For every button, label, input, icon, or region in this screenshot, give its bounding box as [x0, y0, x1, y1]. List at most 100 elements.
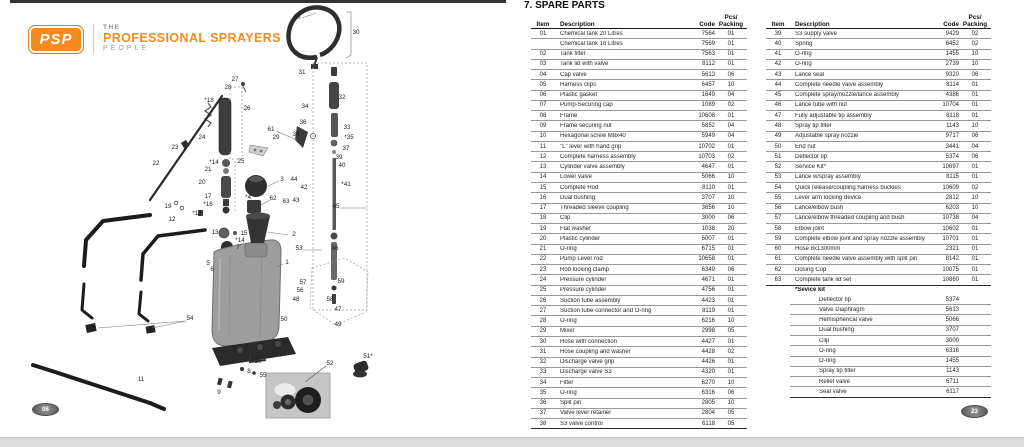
- brand-name: PROFESSIONAL SPRAYERS: [103, 31, 281, 46]
- logo-divider: [93, 24, 94, 54]
- brand-people: PEOPLE: [103, 45, 150, 53]
- table-row: 41 O-ring 1455 10: [766, 50, 991, 60]
- code-cell: 6711: [946, 378, 959, 385]
- pcs-cell: 04: [971, 143, 979, 150]
- item-cell: 48: [774, 123, 782, 130]
- table-row: 32 Discharge valve grip 4426 01: [531, 358, 747, 368]
- table-row: Relief valve 6711: [790, 377, 991, 388]
- header-pcs-line2: Packing: [718, 20, 744, 28]
- code-cell: 1089: [701, 102, 715, 109]
- table-row: 31 Hose coupling and washer 4428 02: [531, 347, 747, 358]
- code-cell: 6715: [701, 246, 715, 253]
- diagram-callout: *41: [341, 181, 351, 188]
- diagram-callout: 55: [259, 372, 267, 379]
- code-cell: 10609: [942, 184, 959, 191]
- table-rows-left: 01 Chemical tank 20 Litres 7564 01 Chemi…: [531, 29, 747, 430]
- table-row: 21 O-ring 6715 01: [531, 245, 747, 255]
- item-cell: 27: [539, 307, 547, 314]
- pcs-cell: 10: [727, 194, 735, 201]
- item-cell: 11: [539, 143, 547, 150]
- pcs-cell: 04: [727, 92, 735, 99]
- table-row: 16 Dual bushing 3707 10: [531, 193, 747, 204]
- code-cell: 8119: [702, 307, 715, 314]
- code-cell: 2739: [945, 61, 959, 68]
- pcs-cell: 06: [727, 215, 735, 222]
- table-row: 35 O-ring 6316 06: [531, 388, 747, 399]
- table-row: 05 Harness clips 6457 10: [531, 80, 747, 91]
- diagram-callout: 25: [237, 158, 245, 165]
- section-title: 7. SPARE PARTS: [524, 0, 605, 11]
- code-cell: 4320: [701, 369, 715, 376]
- code-cell: 8115: [946, 174, 959, 181]
- description-cell: Lance/elbow threaded coupling and bush: [795, 215, 905, 222]
- brand-text: THE PROFESSIONAL SPRAYERS PEOPLE: [103, 25, 281, 53]
- pcs-cell: 10: [727, 318, 735, 325]
- diagram-callout: 3: [280, 176, 284, 183]
- diagram-callout: 60: [293, 14, 301, 21]
- diagram-callout: 27: [231, 76, 239, 83]
- item-cell: 05: [539, 81, 547, 88]
- page-number-left-text: 06: [42, 406, 49, 413]
- table-row: Valve Diaphragm 5613: [790, 305, 991, 316]
- code-cell: 4428: [701, 348, 715, 355]
- code-cell: 2998: [701, 328, 715, 335]
- pcs-cell: 06: [971, 153, 979, 160]
- item-cell: 51: [774, 153, 782, 160]
- pcs-cell: 02: [971, 184, 979, 191]
- code-cell: 8112: [702, 61, 715, 68]
- item-cell: 38: [539, 420, 547, 427]
- description-cell: Deflector tip: [795, 153, 828, 160]
- pcs-cell: 01: [971, 92, 979, 99]
- description-cell: Discharge valve S3: [560, 369, 612, 376]
- item-cell: 28: [539, 318, 547, 325]
- diagram-callout: 29: [272, 134, 280, 141]
- description-cell: Plastic gasket: [560, 92, 598, 99]
- table-row: 33 Discharge valve S3 4320 01: [531, 368, 747, 379]
- item-cell: 49: [774, 133, 782, 140]
- diagram-callout: 15: [240, 230, 248, 237]
- description-cell: Chemical tank 20 Litres: [560, 30, 623, 37]
- pcs-cell: 01: [727, 369, 735, 376]
- diagram-callout: 42: [300, 184, 308, 191]
- code-cell: 10738: [942, 215, 959, 222]
- pcs-cell: 02: [727, 102, 735, 109]
- code-cell: 4426: [701, 359, 715, 366]
- pump-assembly: [148, 82, 280, 273]
- description-cell: Complete needle valve assembly with spli…: [795, 256, 918, 263]
- code-cell: 7563: [701, 51, 715, 58]
- table-row: 54 Quick release/coupling harness buckle…: [766, 183, 991, 194]
- item-cell: 60: [774, 246, 782, 253]
- pcs-cell: 01: [727, 51, 735, 58]
- code-cell: 6117: [946, 388, 959, 395]
- code-cell: 10697: [942, 164, 959, 171]
- frame-assembly: [31, 213, 207, 411]
- pcs-cell: 10: [727, 81, 735, 88]
- code-cell: 3707: [945, 327, 959, 334]
- spare-parts-table-right: Item Description Code Pcs/ Packing 39 S3…: [766, 10, 991, 398]
- code-cell: 6452: [945, 40, 959, 47]
- diagram-callout: 52: [326, 360, 334, 367]
- description-cell: Cylinder valve assembly: [560, 164, 625, 171]
- code-cell: 7564: [701, 30, 715, 37]
- lance-assembly: [275, 62, 369, 326]
- diagram-callout: 31: [298, 69, 306, 76]
- tank: [211, 212, 289, 347]
- pcs-cell: 01: [971, 81, 979, 88]
- table-row: 04 Cap valve 5613 06: [531, 70, 747, 81]
- table-row: 17 Threaded sleeve coupling 3656 10: [531, 204, 747, 214]
- table-row: 62 Dosing Cup 10075 01: [766, 265, 991, 276]
- table-row: 58 Elbow joint 10602 01: [766, 224, 991, 235]
- header-pcs: Pcs/ Packing: [715, 14, 747, 28]
- description-cell: Mixer: [560, 328, 575, 335]
- diagram-callout: 36: [299, 119, 307, 126]
- header-description: Description: [560, 21, 595, 28]
- item-cell: 54: [774, 184, 782, 191]
- description-cell: Relief valve: [819, 378, 851, 385]
- page-number-left: 06: [32, 403, 59, 416]
- pcs-cell: 01: [727, 235, 735, 242]
- diagram-callout: 12: [168, 216, 176, 223]
- code-cell: 1143: [946, 368, 959, 375]
- table-row: 07 Pump-Securing cap 1089 02: [531, 101, 747, 112]
- table-row: 59 Complete elbow joint and spray nozzle…: [766, 234, 991, 245]
- pcs-cell: 01: [727, 287, 735, 294]
